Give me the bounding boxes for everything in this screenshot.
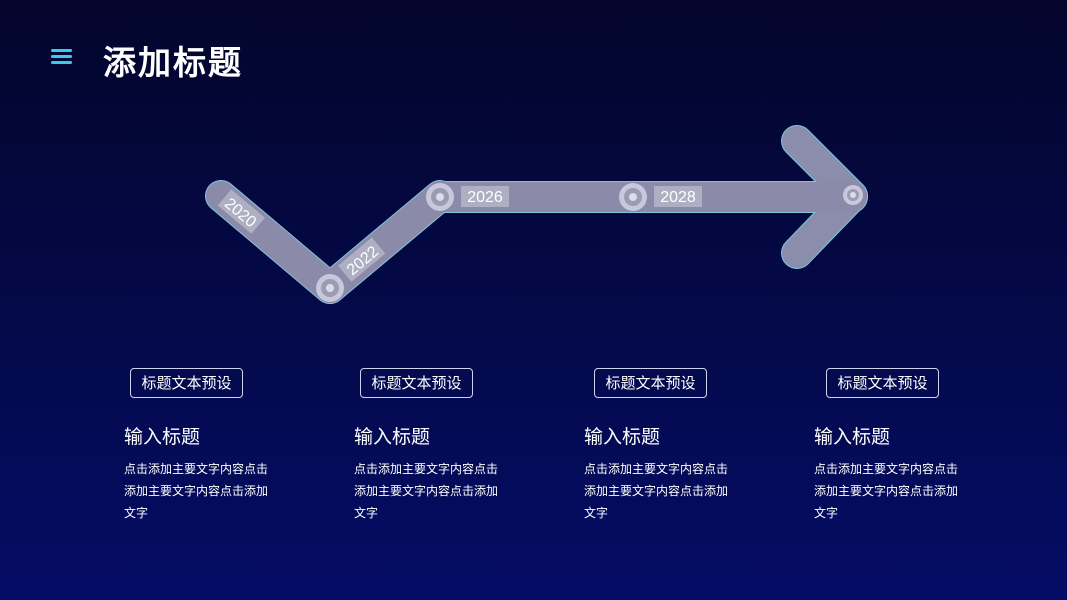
card-tag: 标题文本预设 [360, 368, 473, 398]
card-title: 输入标题 [584, 426, 661, 448]
year-label: 2028 [660, 189, 696, 206]
card-title: 输入标题 [354, 426, 431, 448]
card-body: 点击添加主要文字内容点击添加主要文字内容点击添加文字 [124, 462, 269, 520]
node-icon [316, 274, 344, 302]
card-body: 点击添加主要文字内容点击添加主要文字内容点击添加文字 [354, 462, 499, 520]
card-tag: 标题文本预设 [594, 368, 707, 398]
card-tag: 标题文本预设 [130, 368, 243, 398]
page-title: 添加标题 [103, 43, 243, 82]
card-body: 点击添加主要文字内容点击添加主要文字内容点击添加文字 [814, 462, 959, 520]
node-icon [843, 185, 863, 205]
menu-icon[interactable] [51, 49, 72, 64]
node-icon [619, 183, 647, 211]
arrow-arm [782, 181, 867, 268]
card-title: 输入标题 [814, 426, 891, 448]
card-tag: 标题文本预设 [826, 368, 939, 398]
card-body: 点击添加主要文字内容点击添加主要文字内容点击添加文字 [584, 462, 729, 520]
year-label: 2026 [467, 189, 503, 206]
node-icon [426, 183, 454, 211]
card-title: 输入标题 [124, 426, 201, 448]
milestone-nodes [316, 183, 863, 302]
